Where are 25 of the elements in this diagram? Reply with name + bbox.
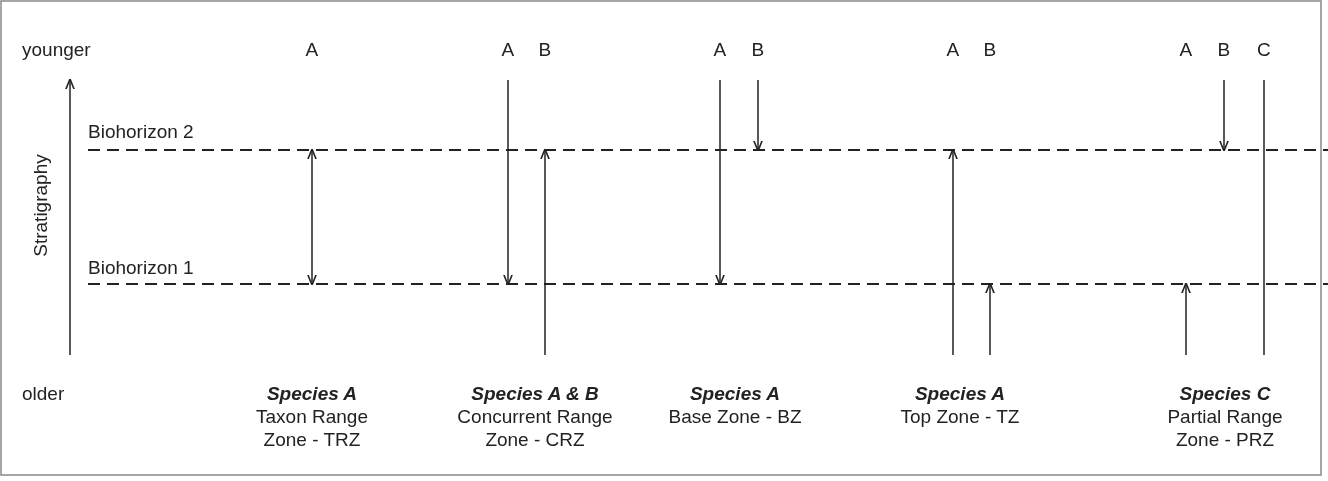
species-letter: A [713,38,727,61]
species-name: Species A & B [470,382,600,405]
species-name: Species A [688,382,782,405]
horizon-label: Biohorizon 1 [88,256,194,279]
zone-name: Top Zone - TZ [899,405,1021,428]
axis-label: older [22,382,65,405]
axis-title: Stratigraphy [28,153,52,257]
species-letter: C [1257,38,1271,61]
species-letter: A [501,38,515,61]
horizon-label: Biohorizon 2 [88,120,194,143]
species-letter: B [538,38,552,61]
species-name: Species C [1178,382,1272,405]
species-letter: A [946,38,960,61]
species-letter: B [983,38,997,61]
zone-name: Taxon Range Zone - TRZ [255,405,369,451]
species-letter: A [1179,38,1193,61]
zone-name: Base Zone - BZ [667,405,803,428]
zone-name: Concurrent Range Zone - CRZ [456,405,614,451]
species-name: Species A [913,382,1007,405]
species-letter: A [305,38,319,61]
axis-label: younger [22,38,91,61]
zone-name: Partial Range Zone - PRZ [1166,405,1284,451]
species-letter: B [751,38,765,61]
species-letter: B [1217,38,1231,61]
species-name: Species A [265,382,359,405]
